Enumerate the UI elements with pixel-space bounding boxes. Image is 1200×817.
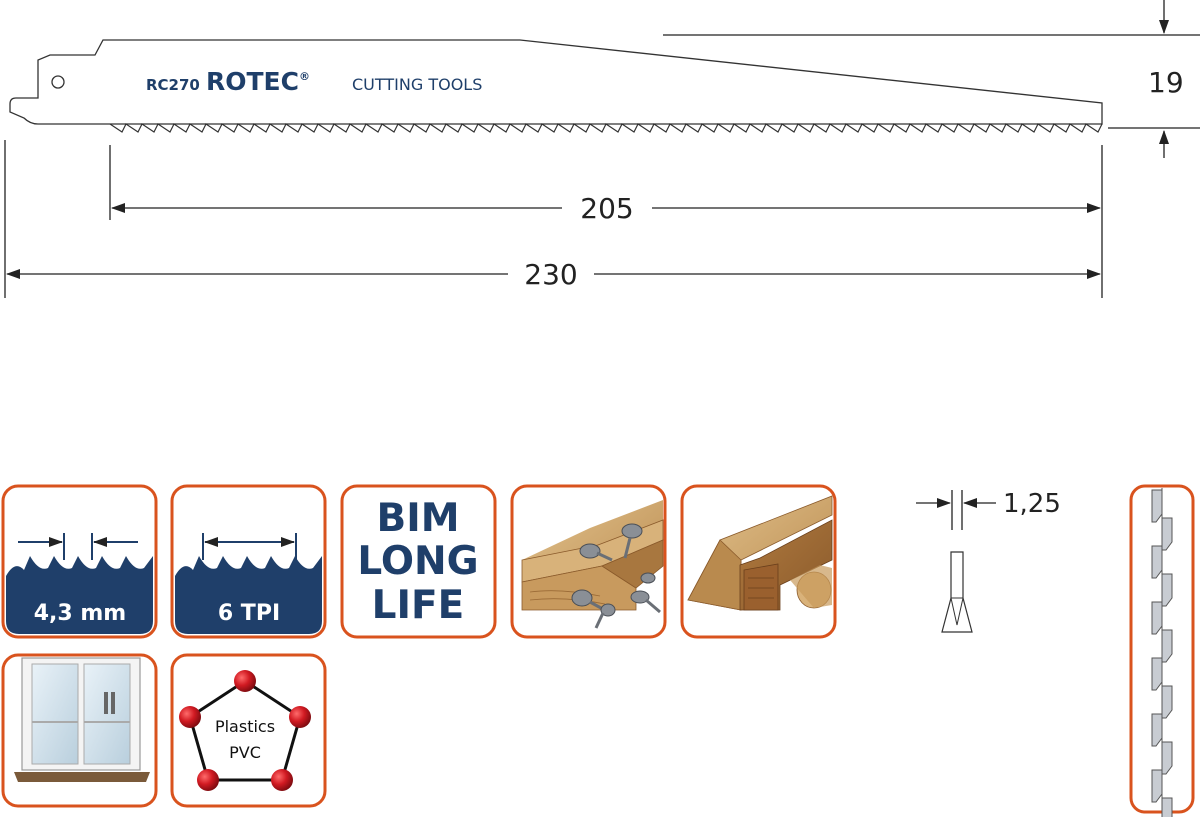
side-tooth [1151,713,1163,747]
tooth-set-side-view [1129,484,1195,817]
side-tooth [1151,489,1163,523]
blade-outline [9,39,1103,125]
tpi-value: 6 TPI [218,601,280,626]
thickness-detail: 1,25 [916,489,1061,633]
side-tooth [1151,601,1163,635]
working-length-value: 205 [580,192,633,225]
side-teeth [1151,488,1173,817]
blade-model-label: RC270 [146,76,200,94]
side-tooth [1161,797,1173,817]
brand-tagline: CUTTING TOOLS [352,75,482,94]
plastics-label: Plastics [215,717,275,736]
bim-line2: LONG [357,539,478,584]
working-length-dimension: 205 [109,145,1103,298]
tooth-pitch-icon: 4,3 mm [1,484,158,639]
bim-line1: BIM [376,496,459,541]
side-tooth [1151,545,1163,579]
window-frame-icon [1,653,158,808]
saw-blade: RC270 ROTEC® CUTTING TOOLS [9,39,1103,133]
thickness-value: 1,25 [1003,489,1061,519]
side-tooth [1151,657,1163,691]
brand-logo: ROTEC® [206,67,310,96]
tpi-icon: 6 TPI [170,484,327,639]
height-dimension: 19 [663,0,1200,158]
blade-mount-hole [51,75,65,89]
blade-teeth [109,123,1103,133]
total-length-value: 230 [524,258,577,291]
plastics-pvc-icon: Plastics PVC [170,653,327,808]
side-tooth [1151,769,1163,803]
height-value: 19 [1148,66,1184,99]
bim-long-life-icon: BIM LONG LIFE [340,484,497,639]
pvc-label: PVC [229,743,261,762]
wood-with-nails-icon [510,484,667,639]
bim-line3: LIFE [372,583,465,628]
total-length-dimension: 230 [4,140,1101,298]
wood-profiles-icon [680,484,837,639]
tooth-pitch-value: 4,3 mm [34,601,126,626]
